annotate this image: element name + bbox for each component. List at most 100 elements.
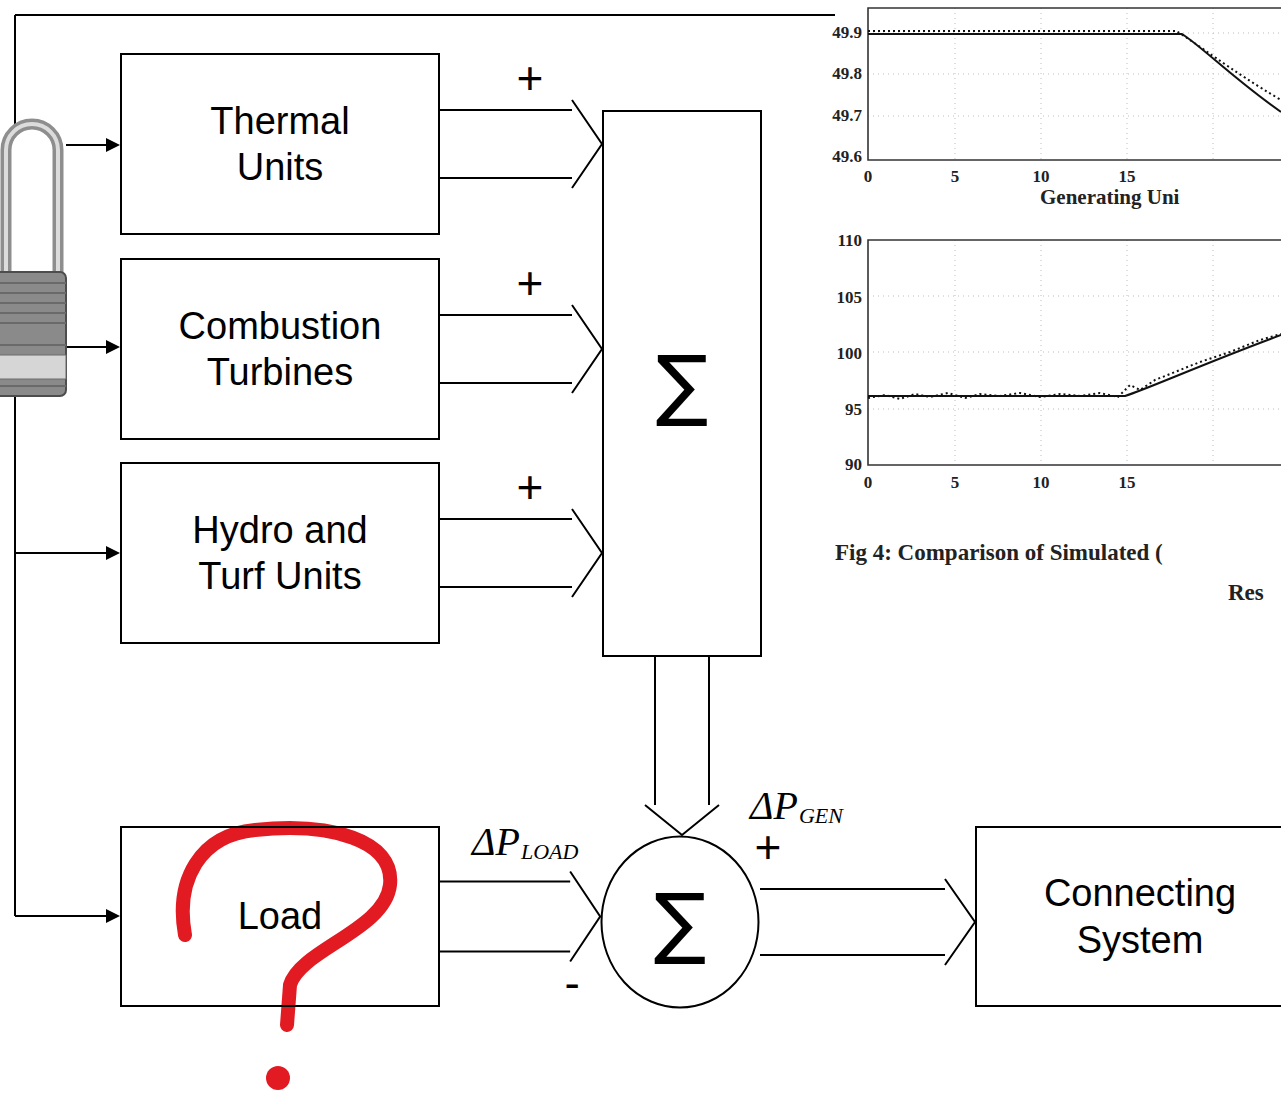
- system-box: Connecting System: [975, 826, 1281, 1007]
- measured-curve: [868, 334, 1281, 399]
- axis-tick: 0: [864, 168, 873, 187]
- figure-caption: Fig 4: Comparison of Simulated (: [835, 540, 1163, 565]
- padlock-lamination: [0, 322, 66, 324]
- padlock-lamination: [0, 344, 66, 346]
- grid-line: [1127, 8, 1128, 160]
- box-label: Hydro and Turf Units: [173, 507, 388, 600]
- axis-tick: 5: [951, 474, 960, 493]
- axis-tick: 49.8: [832, 65, 862, 84]
- axis-tick: 110: [837, 232, 862, 251]
- padlock-lamination: [0, 312, 66, 314]
- block-arrow: [645, 657, 719, 835]
- summing-junction: ∑: [600, 835, 760, 1009]
- grid-line: [1213, 240, 1214, 465]
- scanned-plot: [868, 8, 1281, 465]
- axis-tick: 95: [845, 401, 862, 420]
- padlock-lamination: [0, 385, 66, 387]
- plot-grid: [868, 8, 1281, 465]
- sum-symbol: ∑: [656, 345, 709, 423]
- grid-line: [868, 352, 1281, 353]
- sign-label: +: [755, 822, 782, 873]
- summing-box: ∑: [602, 110, 762, 657]
- sign-label: +: [517, 53, 544, 104]
- sign-label: -: [564, 957, 579, 1008]
- axis-tick: 49.9: [832, 24, 862, 43]
- axis-tick: 0: [864, 474, 873, 493]
- question-mark-scribble: [183, 828, 390, 1090]
- feedback-wires: [15, 15, 835, 916]
- block-arrow: [760, 879, 975, 965]
- axis-tick: 90: [845, 456, 862, 475]
- grid-line: [1213, 8, 1214, 160]
- box-label: Connecting System: [1033, 870, 1248, 963]
- wire-arrowheads: [106, 138, 120, 923]
- axis-tick: 15: [1119, 474, 1136, 493]
- arrowhead: [106, 546, 120, 560]
- signal-subscript: LOAD: [521, 840, 578, 864]
- axis-tick: 49.6: [832, 148, 862, 167]
- axis-tick: 49.7: [832, 107, 862, 126]
- box-label: Thermal Units: [173, 98, 388, 191]
- axis-tick: 105: [837, 289, 863, 308]
- grid-line: [868, 296, 1281, 297]
- figure-caption: Res: [1228, 580, 1264, 605]
- axis-title: Generating Uni: [1040, 186, 1179, 209]
- simulated-curve: [868, 34, 1281, 112]
- axis-tick: 10: [1033, 168, 1050, 187]
- grid-line: [868, 74, 1281, 75]
- feedback-wire: [14, 15, 16, 132]
- padlock-lamination: [0, 282, 66, 284]
- axis-tick: 15: [1119, 168, 1136, 187]
- grid-line: [1041, 240, 1042, 465]
- signal-subscript: GEN: [799, 804, 843, 828]
- arrowhead: [106, 340, 120, 354]
- grid-line: [1127, 240, 1128, 465]
- plot-frame: [868, 8, 1281, 160]
- sign-label: +: [517, 462, 544, 513]
- feedback-wire: [15, 915, 108, 917]
- feedback-wire: [66, 144, 108, 146]
- question-mark-dot: [266, 1066, 290, 1090]
- padlock-shackle: [6, 124, 58, 285]
- process-box: Thermal Units: [120, 53, 440, 235]
- measured-curve: [868, 31, 1281, 100]
- block-arrow: [440, 305, 602, 393]
- plot-frames: [868, 8, 1281, 465]
- axis-tick: 5: [951, 168, 960, 187]
- feedback-wire: [15, 14, 835, 16]
- load-box: Load: [120, 826, 440, 1007]
- padlock-laminations: [0, 283, 66, 386]
- sign-label: +: [517, 258, 544, 309]
- grid-line: [955, 240, 956, 465]
- feedback-wire: [15, 552, 108, 554]
- box-label: Load: [238, 893, 323, 939]
- junction-outline-shape: [602, 837, 759, 1008]
- plot-curves: [868, 31, 1281, 399]
- arrowhead: [106, 138, 120, 152]
- feedback-wire: [14, 396, 16, 916]
- padlock-plate: [0, 355, 66, 379]
- padlock-lamination: [0, 302, 66, 304]
- block-arrow: [440, 509, 602, 597]
- process-box: Hydro and Turf Units: [120, 462, 440, 644]
- box-label: Combustion Turbines: [173, 303, 388, 396]
- grid-line: [868, 116, 1281, 117]
- block-arrow: [440, 872, 600, 962]
- axis-tick: 100: [837, 345, 863, 364]
- process-box: Combustion Turbines: [120, 258, 440, 440]
- plot-frame: [868, 240, 1281, 465]
- feedback-wire: [66, 346, 108, 348]
- arrowhead: [106, 909, 120, 923]
- block-arrow: [440, 100, 602, 188]
- padlock-shackle-shine: [6, 124, 58, 285]
- grid-line: [868, 409, 1281, 410]
- sum-symbol: ∑: [654, 883, 707, 961]
- axis-tick: 10: [1033, 474, 1050, 493]
- signal-name: ΔP: [472, 820, 520, 864]
- padlock-body: [0, 272, 66, 396]
- padlock-lamination: [0, 292, 66, 294]
- padlock-icon: [0, 124, 66, 396]
- question-mark-stroke: [183, 828, 390, 1025]
